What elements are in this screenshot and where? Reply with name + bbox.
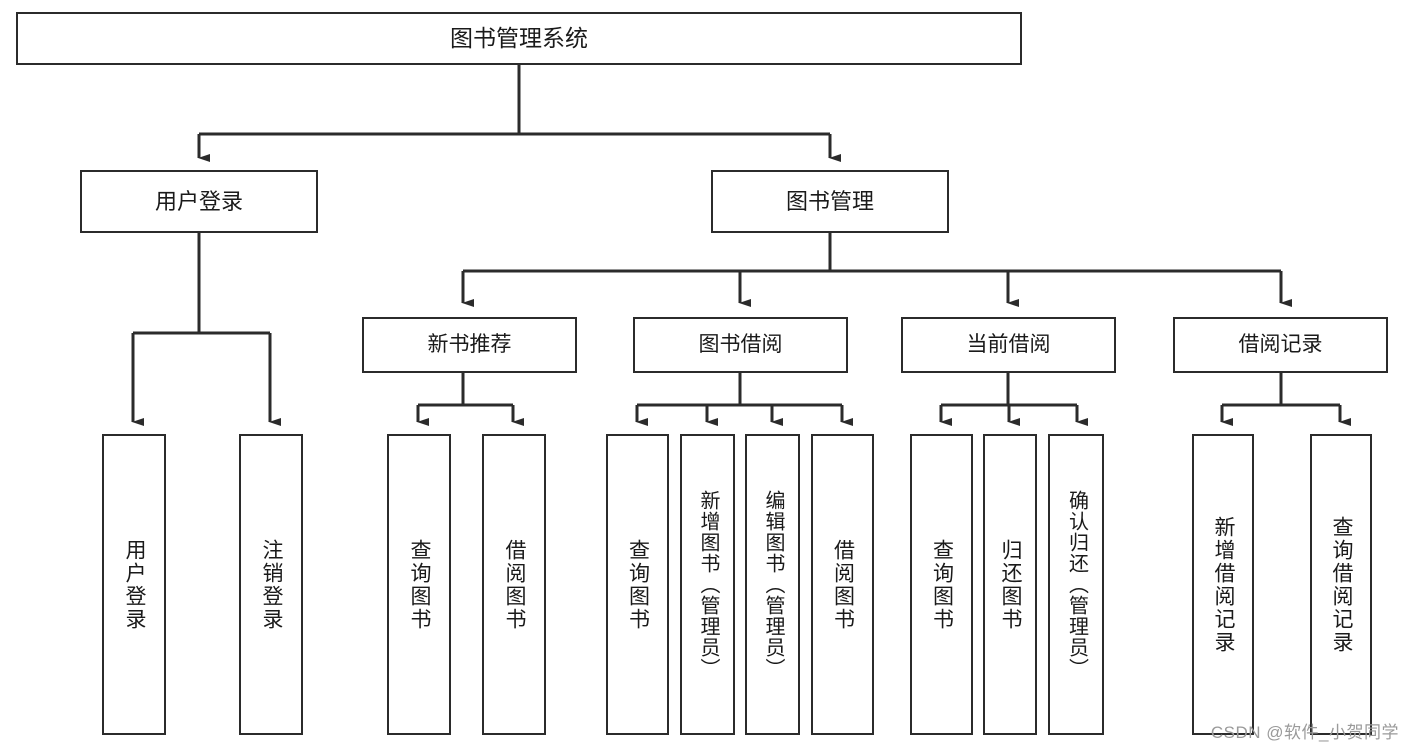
node-label: 图书管理系统 xyxy=(450,24,588,51)
leaf-add-book-admin[interactable]: 新增图书（管理员） xyxy=(680,434,735,735)
node-label: 新增图书（管理员） xyxy=(697,490,719,679)
node-label: 用户登录 xyxy=(154,188,243,214)
node-label: 新书推荐 xyxy=(427,332,512,356)
node-book-management[interactable]: 图书管理 xyxy=(711,170,949,233)
node-label: 借阅图书 xyxy=(503,538,527,631)
node-label: 注销登录 xyxy=(260,538,284,631)
node-borrow-records[interactable]: 借阅记录 xyxy=(1173,317,1388,373)
node-label: 用户登录 xyxy=(123,538,147,631)
node-label: 借阅记录 xyxy=(1238,332,1323,356)
node-label: 编辑图书（管理员） xyxy=(762,490,784,679)
leaf-borrow-book[interactable]: 借阅图书 xyxy=(811,434,874,735)
leaf-borrow-book-recommend[interactable]: 借阅图书 xyxy=(482,434,546,735)
node-book-borrow[interactable]: 图书借阅 xyxy=(633,317,848,373)
leaf-confirm-return-admin[interactable]: 确认归还（管理员） xyxy=(1048,434,1104,735)
leaf-query-book-borrow[interactable]: 查询图书 xyxy=(606,434,669,735)
leaf-query-book-recommend[interactable]: 查询图书 xyxy=(387,434,451,735)
node-label: 借阅图书 xyxy=(831,538,855,631)
leaf-user-login[interactable]: 用户登录 xyxy=(102,434,166,735)
node-label: 确认归还（管理员） xyxy=(1065,490,1088,679)
node-root[interactable]: 图书管理系统 xyxy=(16,12,1022,65)
leaf-query-book-current[interactable]: 查询图书 xyxy=(910,434,973,735)
leaf-return-book[interactable]: 归还图书 xyxy=(983,434,1037,735)
node-label: 查询图书 xyxy=(626,538,650,631)
leaf-add-borrow-record[interactable]: 新增借阅记录 xyxy=(1192,434,1254,735)
node-current-borrow[interactable]: 当前借阅 xyxy=(901,317,1116,373)
node-label: 查询图书 xyxy=(930,538,954,631)
node-label: 查询借阅记录 xyxy=(1330,515,1354,654)
node-label: 归还图书 xyxy=(999,538,1023,631)
node-label: 当前借阅 xyxy=(966,332,1051,356)
node-label: 查询图书 xyxy=(408,538,432,631)
node-label: 图书管理 xyxy=(785,188,874,214)
node-new-book-recommend[interactable]: 新书推荐 xyxy=(362,317,577,373)
watermark: CSDN @软件_小贺同学 xyxy=(1210,723,1399,742)
leaf-query-borrow-record[interactable]: 查询借阅记录 xyxy=(1310,434,1372,735)
leaf-logout[interactable]: 注销登录 xyxy=(239,434,303,735)
node-label: 新增借阅记录 xyxy=(1212,515,1236,654)
node-user-login[interactable]: 用户登录 xyxy=(80,170,318,233)
leaf-edit-book-admin[interactable]: 编辑图书（管理员） xyxy=(745,434,800,735)
node-label: 图书借阅 xyxy=(698,332,783,356)
